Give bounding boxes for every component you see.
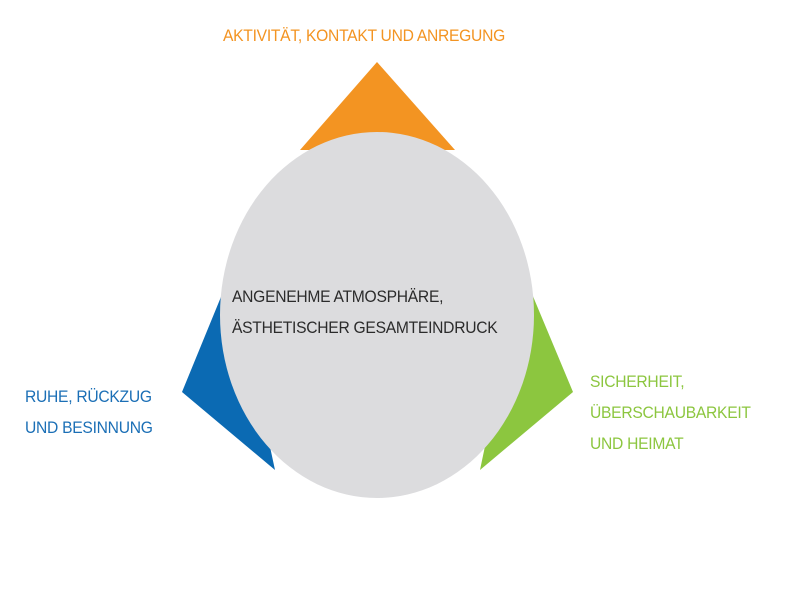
center-label: ANGENEHME ATMOSPHÄRE, ÄSTHETISCHER GESAM… bbox=[232, 281, 498, 343]
right-label-line: ÜBERSCHAUBARKEIT bbox=[590, 403, 751, 422]
left-label: RUHE, RÜCKZUG UND BESINNUNG bbox=[25, 381, 153, 443]
left-label-line: UND BESINNUNG bbox=[25, 418, 153, 437]
right-label-line: UND HEIMAT bbox=[590, 434, 684, 453]
center-label-line: ANGENEHME ATMOSPHÄRE, bbox=[232, 287, 444, 306]
center-label-line: ÄSTHETISCHER GESAMTEINDRUCK bbox=[232, 318, 498, 337]
right-label: SICHERHEIT, ÜBERSCHAUBARKEIT UND HEIMAT bbox=[590, 366, 751, 459]
right-label-line: SICHERHEIT, bbox=[590, 372, 685, 391]
top-label-line: AKTIVITÄT, KONTAKT UND ANREGUNG bbox=[223, 26, 505, 45]
top-label: AKTIVITÄT, KONTAKT UND ANREGUNG bbox=[223, 23, 505, 48]
left-label-line: RUHE, RÜCKZUG bbox=[25, 387, 152, 406]
center-ellipse bbox=[220, 132, 534, 498]
orange-triangle bbox=[300, 62, 455, 150]
